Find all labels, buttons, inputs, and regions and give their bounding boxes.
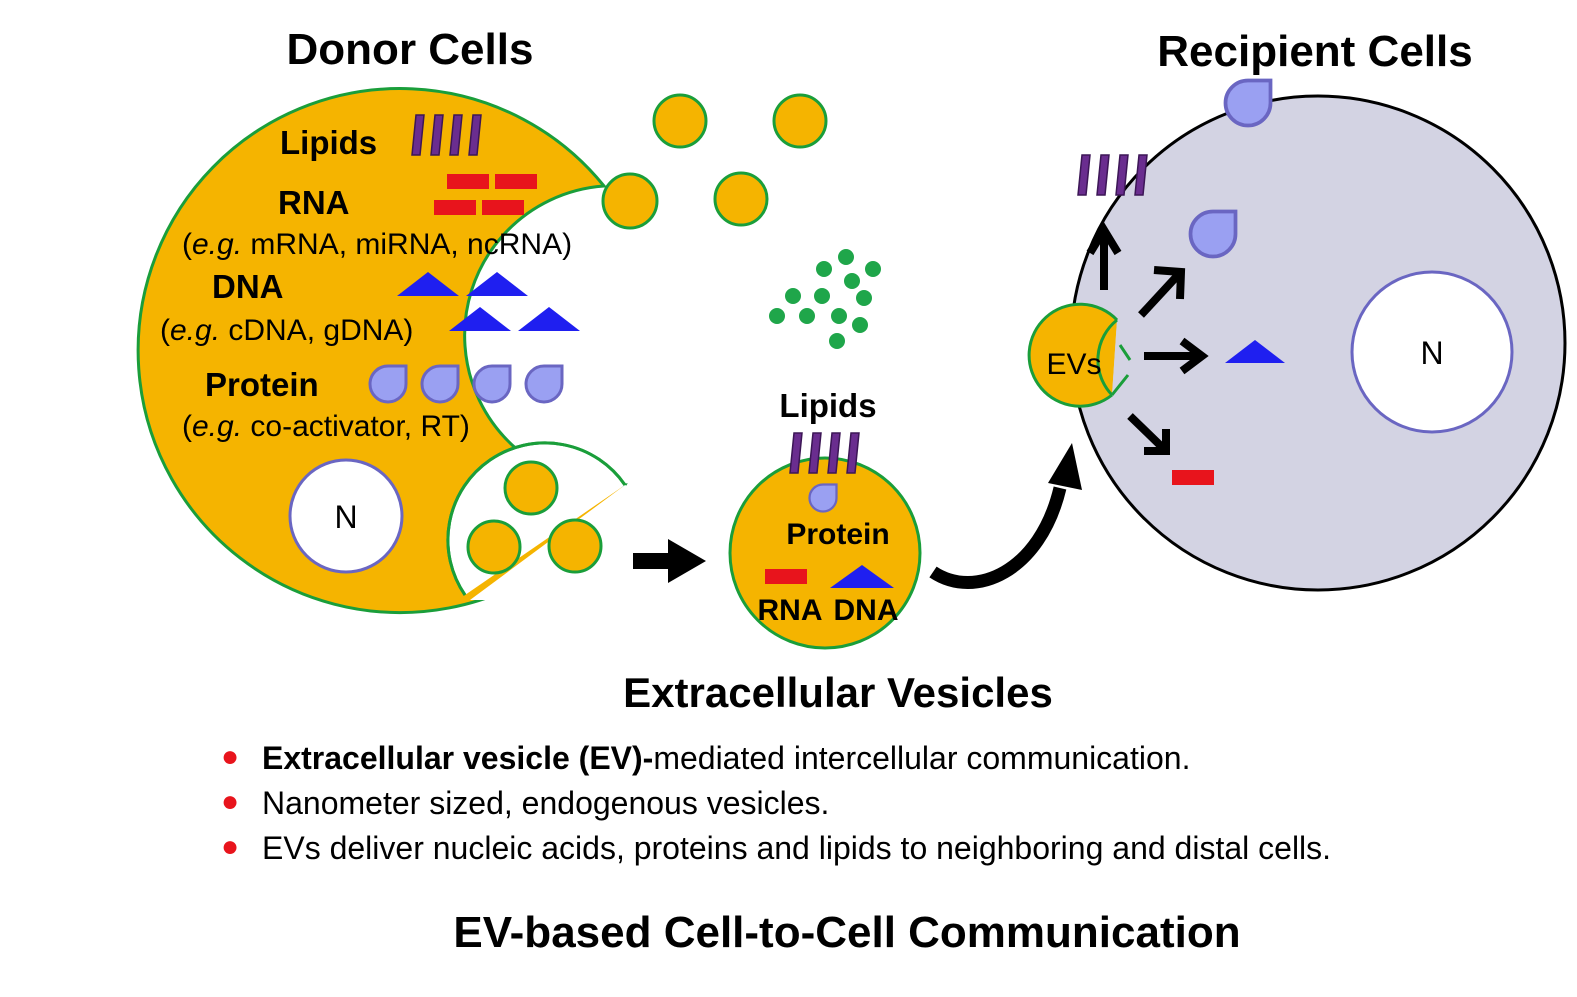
arrow-icon [1086,222,1209,455]
green-particles [769,249,881,349]
vesicle-dna-label: DNA [834,594,899,627]
bullet-icon: ● [221,785,240,818]
pocket-vesicle [466,519,522,575]
free-vesicle [772,93,828,149]
protein-examples: (e.g. co-activator, RT) [182,410,470,443]
vesicle-lipids-label: Lipids [779,387,876,424]
rna-icon [1172,470,1214,485]
bullet-item: ●Extracellular vesicle (EV)-mediated int… [215,736,1555,781]
pocket-vesicle [547,518,603,574]
footer-title: EV-based Cell-to-Cell Communication [453,908,1240,957]
lipids-label: Lipids [280,124,377,161]
rna-icon [765,569,807,584]
vesicle-protein-label: Protein [786,518,889,551]
dna-label: DNA [212,268,284,305]
protein-icon [1223,78,1273,128]
recipient-title: Recipient Cells [1157,27,1472,76]
dna-examples: (e.g. cDNA, gDNA) [160,314,413,347]
lipid-icon [1077,154,1148,196]
arrow-icon [633,539,706,583]
bullet-item: ●Nanometer sized, endogenous vesicles. [215,781,1555,826]
arrow-icon [929,443,1082,589]
recipient-nucleus-label: N [1420,335,1443,371]
bullet-item: ●EVs deliver nucleic acids, proteins and… [215,826,1555,871]
protein-label: Protein [205,366,319,403]
vesicle-caption: Extracellular Vesicles [623,669,1053,716]
extracellular-vesicle [728,456,922,650]
rna-examples: (e.g. mRNA, miRNA, ncRNA) [182,228,572,261]
recipient-nucleus [1350,270,1514,434]
bullet-icon: ● [221,740,240,773]
protein-icon [1188,209,1238,259]
bullet-icon: ● [221,830,240,863]
donor-nucleus-label: N [334,499,357,535]
rna-label: RNA [278,184,350,221]
bullet-list: ●Extracellular vesicle (EV)-mediated int… [215,736,1555,871]
budding-vesicle [601,172,659,230]
evs-label: EVs [1046,348,1101,381]
fusing-ev [1027,302,1119,408]
dna-icon [397,272,580,331]
donor-title: Donor Cells [287,25,534,74]
free-vesicle [652,93,708,149]
dna-icon [830,565,894,588]
donor-nucleus [288,458,404,574]
pocket-vesicle [503,460,559,516]
rna-icon [434,174,537,215]
protein-icon [808,483,838,513]
dna-icon [1225,340,1285,363]
vesicle-rna-label: RNA [758,594,823,627]
free-vesicle [713,171,769,227]
